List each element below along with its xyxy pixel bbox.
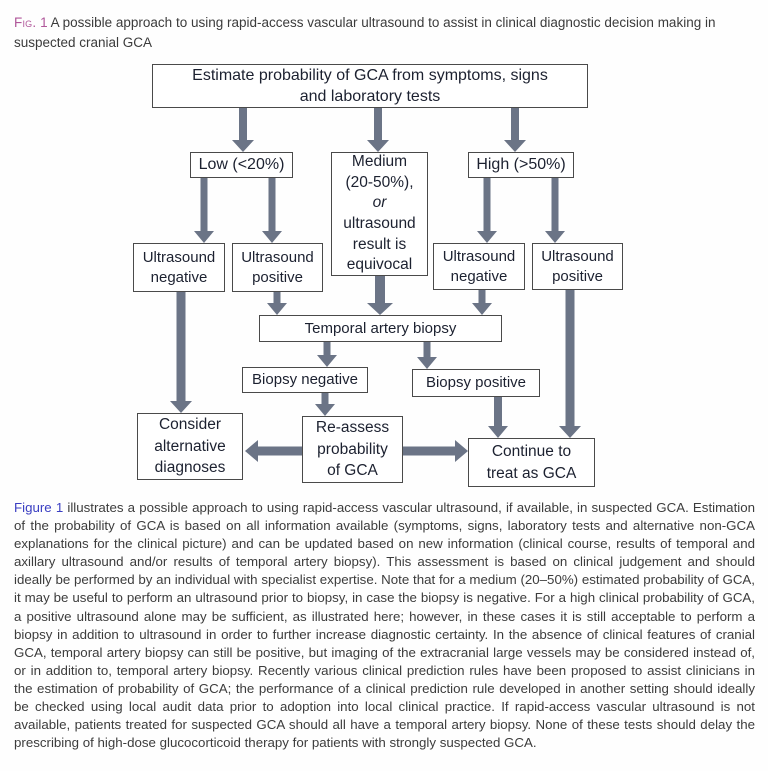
arrow-ultrasound-negative-to-consider — [170, 292, 192, 413]
box-medium-line4: result is — [352, 235, 407, 253]
figure-number: 1 — [40, 15, 48, 30]
box-ultrasound-positive-high-label: Ultrasound positive — [541, 247, 614, 285]
box-biopsy-negative-label: Biopsy negative — [252, 371, 358, 389]
box-temporal-artery-biopsy: Temporal artery biopsy — [259, 315, 502, 342]
box-biopsy-positive-label: Biopsy positive — [425, 374, 527, 392]
box-ultrasound-positive-low-label: Ultrasound positive — [241, 248, 314, 286]
arrow-low-to-ultrasound-positive — [262, 178, 282, 243]
box-medium-probability: Medium (20-50%), or ultrasound result is… — [331, 152, 428, 276]
box-consider-alternative-diagnoses-label: Consider alternative diagnoses — [154, 415, 226, 477]
box-low-probability: Low (<20%) — [190, 152, 293, 178]
box-medium-line2: (20-50%), — [345, 173, 414, 191]
figure-caption: Fig. 1 A possible approach to using rapi… — [14, 13, 756, 54]
box-estimate-probability: Estimate probability of GCA from symptom… — [152, 64, 588, 108]
arrow-estimate-to-medium — [367, 108, 389, 152]
box-estimate-probability-label: Estimate probability of GCA from symptom… — [192, 66, 548, 105]
box-ultrasound-positive-high: Ultrasound positive — [532, 243, 623, 290]
box-medium-line1: Medium — [351, 153, 408, 171]
box-consider-alternative-diagnoses: Consider alternative diagnoses — [137, 413, 243, 480]
arrow-biopsy-to-biopsy-positive — [417, 342, 437, 369]
arrow-biopsy-negative-to-reassess — [315, 393, 335, 416]
arrow-reassess-to-continue — [403, 440, 468, 462]
box-continue-treat-gca: Continue to treat as GCA — [468, 438, 595, 487]
arrow-ultrasound-positive-to-biopsy — [267, 292, 287, 315]
arrow-medium-to-biopsy — [367, 276, 393, 315]
box-high-probability-label: High (>50%) — [476, 156, 566, 174]
box-temporal-artery-biopsy-label: Temporal artery biopsy — [304, 319, 457, 337]
box-high-probability: High (>50%) — [468, 152, 574, 178]
box-ultrasound-negative-low-label: Ultrasound negative — [142, 248, 216, 286]
box-low-probability-label: Low (<20%) — [198, 156, 285, 174]
arrow-low-to-ultrasound-negative — [194, 178, 214, 243]
box-medium-or: or — [372, 194, 387, 212]
arrow-biopsy-positive-to-continue — [488, 397, 508, 438]
arrow-ultrasound-negative-high-to-biopsy — [472, 290, 492, 315]
box-ultrasound-positive-low: Ultrasound positive — [232, 243, 323, 292]
arrow-high-to-ultrasound-negative — [477, 178, 497, 243]
box-ultrasound-negative-high-label: Ultrasound negative — [442, 247, 516, 285]
figure-label: Fig. — [14, 15, 37, 30]
box-ultrasound-negative-low: Ultrasound negative — [133, 243, 225, 292]
box-medium-line5: equivocal — [346, 256, 413, 274]
arrow-biopsy-to-biopsy-negative — [317, 342, 337, 367]
figure-description-lead: Figure 1 — [14, 500, 64, 515]
figure-caption-text: A possible approach to using rapid-acces… — [14, 15, 716, 51]
box-reassess-probability: Re-assess probability of GCA — [302, 416, 403, 483]
box-ultrasound-negative-high: Ultrasound negative — [433, 243, 525, 290]
box-biopsy-positive: Biopsy positive — [412, 369, 540, 397]
arrow-reassess-to-consider — [245, 440, 302, 462]
box-continue-treat-gca-label: Continue to treat as GCA — [486, 442, 577, 482]
arrow-high-to-ultrasound-positive — [545, 178, 565, 243]
arrow-ultrasound-positive-high-to-continue — [559, 290, 581, 438]
box-reassess-probability-label: Re-assess probability of GCA — [315, 418, 390, 480]
box-biopsy-negative: Biopsy negative — [242, 367, 368, 393]
box-medium-line3: ultrasound — [343, 215, 416, 232]
figure-description: Figure 1 illustrates a possible approach… — [14, 499, 755, 752]
figure-description-text: illustrates a possible approach to using… — [14, 500, 756, 751]
arrow-estimate-to-high — [504, 108, 526, 152]
arrow-estimate-to-low — [232, 108, 254, 152]
